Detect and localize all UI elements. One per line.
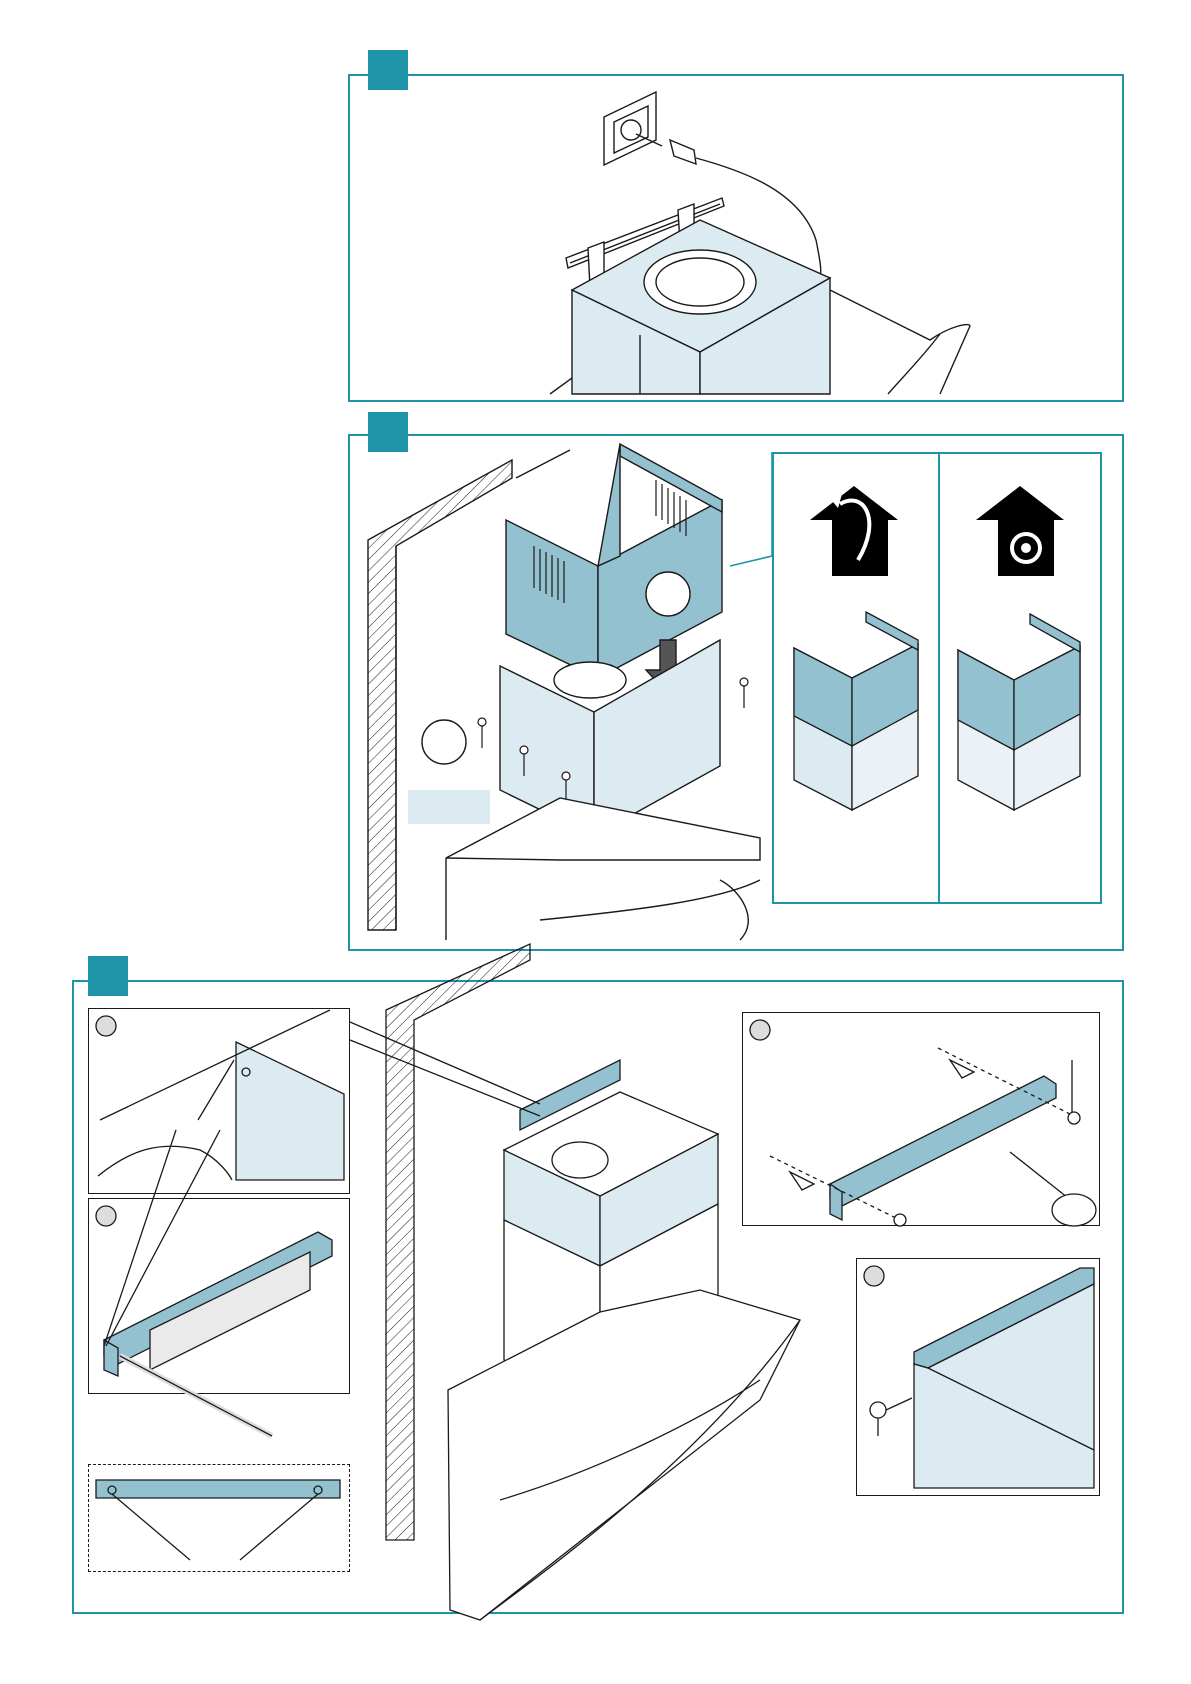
detail-bracket-holes-box [88,1464,350,1572]
detail-screw-box [856,1258,1100,1496]
mode-divider [938,452,940,904]
detail-marking-box [88,1008,350,1194]
step-1-badge [368,50,408,90]
mode-options-panel [772,452,1102,904]
step-1-panel [348,74,1124,402]
detail-drill-box [742,1012,1100,1226]
detail-level-box [88,1198,350,1394]
step-2-badge [368,412,408,452]
step-3-badge [88,956,128,996]
